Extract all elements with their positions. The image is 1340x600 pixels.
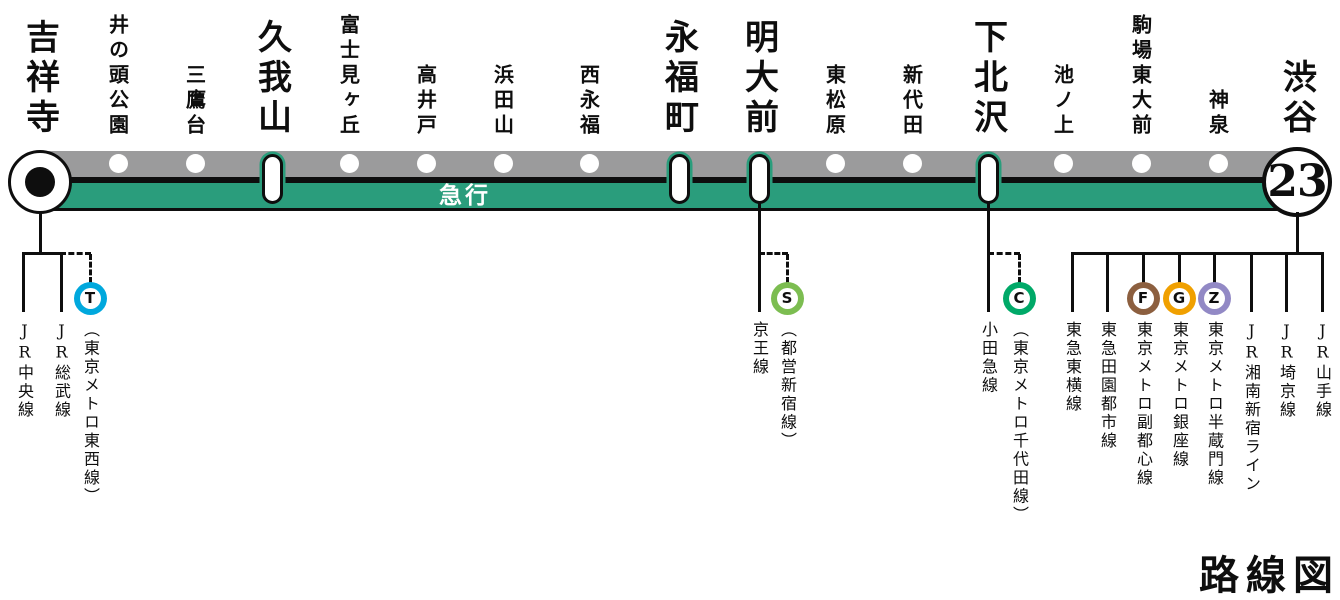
- transfer-label-toei-shinjuku: （都営新宿線）: [778, 321, 797, 451]
- connector-branch-shonan-shinjuku: [1249, 252, 1253, 312]
- tozai-line-letter: T: [84, 289, 96, 307]
- connector-branch-shinjuku-dashed: [785, 254, 789, 283]
- station-marker-inokashira-koen: [108, 154, 128, 173]
- station-marker-fujimigaoka: [339, 154, 359, 173]
- connector-stem-kichijoji: [38, 212, 42, 254]
- transfer-label-hanzomon: 東京メトロ半蔵門線: [1205, 321, 1224, 488]
- station-number-badge: 23: [1267, 156, 1327, 207]
- connector-branch-tozai-dashed: [88, 254, 92, 283]
- transfer-label-fukutoshin: 東京メトロ副都心線: [1134, 321, 1153, 488]
- tozai-line-icon: T: [73, 282, 107, 315]
- transfer-label-shonan-shinjuku: JR湘南新宿ライン: [1242, 321, 1261, 494]
- station-marker-higashi-matsubara: [825, 154, 845, 173]
- station-name-shimo-kitazawa: 下北沢: [967, 19, 1008, 139]
- connector-branch-chiyoda-dashed: [1017, 254, 1021, 283]
- station-marker-kugayama: [261, 154, 283, 204]
- transfer-label-toyoko: 東急東横線: [1063, 321, 1082, 414]
- transfer-label-saikyo: JR埼京線: [1277, 321, 1296, 420]
- hanzomon-line-icon: Z: [1197, 282, 1231, 315]
- ginza-line-icon: G: [1162, 282, 1196, 315]
- station-name-eifukucho: 永福町: [658, 19, 699, 139]
- band-bottom-edge: [40, 208, 1298, 211]
- station-name-ikenoue: 池ノ上: [1050, 64, 1075, 139]
- hanzomon-line-letter: Z: [1208, 289, 1220, 307]
- transfer-label-jr-chuo: JR中央線: [15, 321, 34, 420]
- express-service-label: 急行: [439, 183, 491, 209]
- station-marker-shindaita: [902, 154, 922, 173]
- station-marker-nishi-eifuku: [579, 154, 599, 173]
- station-marker-shibuya: 23: [1262, 147, 1332, 217]
- station-name-shindaita: 新代田: [899, 64, 924, 139]
- connector-branch-denentoshi: [1105, 252, 1109, 312]
- connector-bar-dashed-kichijoji: [60, 252, 91, 255]
- connector-bar-dashed-shimo-kitazawa: [988, 252, 1020, 255]
- station-name-shinsen: 神泉: [1205, 89, 1230, 139]
- terminus-core: [25, 167, 55, 197]
- transfer-label-odakyu: 小田急線: [979, 321, 998, 395]
- station-name-shibuya: 渋谷: [1276, 59, 1317, 139]
- station-name-inokashira-koen: 井の頭公園: [105, 14, 130, 139]
- station-marker-shimo-kitazawa: [977, 154, 999, 204]
- toei-shinjuku-line-icon: S: [770, 282, 804, 315]
- connector-branch-saikyo: [1284, 252, 1288, 312]
- station-name-fujimigaoka: 富士見ヶ丘: [336, 14, 361, 139]
- station-marker-ikenoue: [1053, 154, 1073, 173]
- connector-branch-jr-sobu: [59, 252, 63, 312]
- connector-branch-fukutoshin: [1141, 252, 1145, 284]
- station-name-higashi-matsubara: 東松原: [822, 64, 847, 139]
- transfer-label-jr-sobu: JR総武線: [52, 321, 71, 420]
- station-name-hamadayama: 浜田山: [490, 64, 515, 139]
- station-name-kugayama: 久我山: [251, 19, 292, 139]
- fukutoshin-line-letter: F: [1137, 289, 1149, 307]
- station-marker-takaido: [416, 154, 436, 173]
- map-title: 路線図: [1199, 552, 1340, 599]
- connector-bar-shibuya: [1070, 252, 1324, 255]
- transfer-label-denentoshi: 東急田園都市線: [1098, 321, 1117, 451]
- transfer-label-chiyoda: （東京メトロ千代田線）: [1010, 321, 1029, 525]
- station-marker-eifukucho: [668, 154, 690, 204]
- station-marker-kichijoji: [8, 150, 72, 214]
- transfer-label-tozai: （東京メトロ東西線）: [81, 321, 100, 506]
- connector-branch-yamanote: [1320, 252, 1324, 312]
- transfer-label-keio: 京王線: [750, 321, 769, 377]
- transfer-label-ginza: 東京メトロ銀座線: [1170, 321, 1189, 469]
- chiyoda-line-icon: C: [1002, 282, 1036, 315]
- connector-stem-meidaimae: [757, 202, 761, 312]
- station-marker-mitakadai: [185, 154, 205, 173]
- connector-branch-hanzomon: [1212, 252, 1216, 284]
- station-name-mitakadai: 三鷹台: [182, 64, 207, 139]
- connector-branch-ginza: [1177, 252, 1181, 284]
- station-name-takaido: 高井戸: [413, 64, 438, 139]
- connector-stem-shibuya: [1295, 212, 1299, 254]
- connector-branch-jr-chuo: [21, 252, 25, 312]
- station-name-komaba-todaimae: 駒場東大前: [1128, 14, 1153, 139]
- fukutoshin-line-icon: F: [1126, 282, 1160, 315]
- toei-shinjuku-line-letter: S: [781, 289, 793, 307]
- connector-branch-toyoko: [1070, 252, 1074, 312]
- station-name-meidaimae: 明大前: [738, 19, 779, 139]
- station-name-nishi-eifuku: 西永福: [576, 64, 601, 139]
- connector-bar-kichijoji: [21, 252, 63, 255]
- station-marker-komaba-todaimae: [1131, 154, 1151, 173]
- ginza-line-letter: G: [1172, 289, 1186, 307]
- station-marker-meidaimae: [748, 154, 770, 204]
- chiyoda-line-letter: C: [1013, 289, 1025, 307]
- station-marker-shinsen: [1208, 154, 1228, 173]
- connector-stem-shimo-kitazawa: [986, 202, 990, 312]
- transfer-label-yamanote: JR山手線: [1313, 321, 1332, 420]
- station-marker-hamadayama: [493, 154, 513, 173]
- station-name-kichijoji: 吉祥寺: [19, 19, 60, 139]
- connector-bar-dashed-meidaimae: [759, 252, 788, 255]
